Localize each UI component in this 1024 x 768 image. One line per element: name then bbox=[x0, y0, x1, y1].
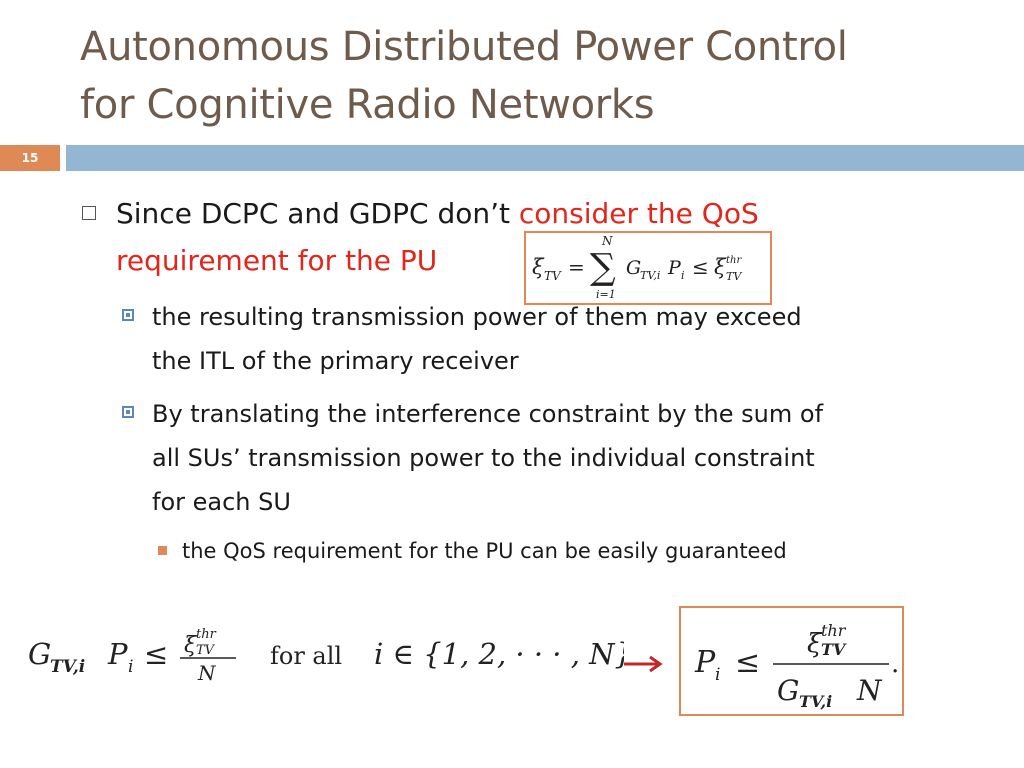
blue-square-bullet-icon bbox=[122, 309, 134, 321]
main-bullet-prefix: Since DCPC and GDPC don’t bbox=[116, 197, 519, 230]
eq1-g-sub: TV,i bbox=[640, 269, 660, 282]
eq3-period: . bbox=[891, 649, 899, 679]
main-bullet-highlight-2: requirement for the PU bbox=[116, 244, 438, 277]
eq1-p-sub: i bbox=[681, 269, 685, 282]
summation-icon: ∑ bbox=[590, 247, 616, 288]
eq1-sum-bottom: i=1 bbox=[596, 288, 616, 301]
eq2-for-all: for all bbox=[270, 642, 342, 670]
sum-constraint-equation: ξ TV = N ∑ i=1 G TV,i P i ≤ ξ thr TV bbox=[524, 231, 772, 305]
slide-number: 15 bbox=[0, 145, 60, 171]
orange-square-bullet-icon bbox=[158, 546, 167, 555]
eq2-g-sub: TV,i bbox=[50, 657, 85, 677]
sub-bullet-2-line-3: for each SU bbox=[152, 488, 291, 516]
eq2-leq: ≤ bbox=[144, 637, 168, 671]
eq3-num-sup: thr bbox=[821, 621, 847, 640]
eq3-leq: ≤ bbox=[735, 645, 760, 680]
eq1-rhs-sub: TV bbox=[726, 270, 742, 283]
result-equation: P i ≤ ξ thr TV G TV,i N . bbox=[679, 606, 904, 716]
hollow-square-bullet-icon bbox=[82, 206, 96, 220]
right-arrow-icon bbox=[624, 655, 663, 673]
eq2-index-set: i ∈ {1, 2, · · · , N} bbox=[374, 637, 624, 671]
eq1-leq: ≤ bbox=[692, 255, 709, 279]
eq1-rhs: ξ bbox=[714, 255, 727, 279]
sub-bullet-1-text: the resulting transmission power of them… bbox=[152, 295, 942, 383]
title-line-1: Autonomous Distributed Power Control bbox=[80, 24, 848, 70]
sub-bullet-2-line-2: all SUs’ transmission power to the indiv… bbox=[152, 444, 815, 472]
blue-square-bullet-icon bbox=[122, 406, 134, 418]
eq1-lhs-sub: TV bbox=[544, 269, 562, 283]
individual-constraint-equation: G TV,i P i ≤ ξ thr TV N for all i ∈ {1, … bbox=[28, 627, 624, 685]
main-bullet: Since DCPC and GDPC don’t consider the Q… bbox=[82, 190, 902, 284]
eq1-rhs-sup: thr bbox=[726, 255, 742, 266]
sub-sub-bullet-1-text: the QoS requirement for the PU can be ea… bbox=[182, 539, 787, 563]
eq2-g: G bbox=[28, 637, 51, 671]
sub-bullet-2-text: By translating the interference constrai… bbox=[152, 392, 962, 524]
eq2-p: P bbox=[107, 637, 128, 671]
eq3-den-n: N bbox=[856, 674, 883, 707]
eq2-num: ξ bbox=[184, 633, 198, 658]
eq2-p-sub: i bbox=[128, 657, 133, 677]
title-divider-bar bbox=[66, 145, 1024, 171]
main-bullet-highlight-1: consider the QoS bbox=[518, 197, 759, 230]
eq1-equals: = bbox=[568, 255, 585, 279]
eq1-p: P bbox=[667, 257, 682, 279]
sub-sub-bullet-1: the QoS requirement for the PU can be ea… bbox=[158, 533, 787, 569]
eq1-g: G bbox=[626, 257, 641, 279]
eq3-den-g-sub: TV,i bbox=[799, 692, 832, 711]
slide-title: Autonomous Distributed Power Control for… bbox=[80, 18, 1010, 134]
sub-bullet-1: the resulting transmission power of them… bbox=[122, 295, 942, 383]
eq3-num-sub: TV bbox=[821, 640, 847, 659]
eq2-num-sup: thr bbox=[196, 627, 217, 642]
sub-bullet-2: By translating the interference constrai… bbox=[122, 392, 962, 524]
eq1-lhs: ξ bbox=[532, 255, 545, 279]
sub-bullet-1-line-2: the ITL of the primary receiver bbox=[152, 347, 519, 375]
sub-bullet-2-line-1: By translating the interference constrai… bbox=[152, 400, 824, 428]
eq2-num-sub: TV bbox=[196, 643, 216, 658]
eq3-num: ξ bbox=[807, 629, 823, 659]
main-bullet-text: Since DCPC and GDPC don’t consider the Q… bbox=[116, 190, 902, 284]
sub-bullet-1-line-1: the resulting transmission power of them… bbox=[152, 303, 802, 331]
eq1-sum-top: N bbox=[601, 234, 613, 248]
eq3-den-g: G bbox=[777, 674, 799, 707]
title-line-2: for Cognitive Radio Networks bbox=[80, 82, 655, 128]
eq3-p: P bbox=[694, 645, 716, 680]
eq3-p-sub: i bbox=[715, 665, 720, 685]
eq2-den: N bbox=[197, 661, 217, 685]
